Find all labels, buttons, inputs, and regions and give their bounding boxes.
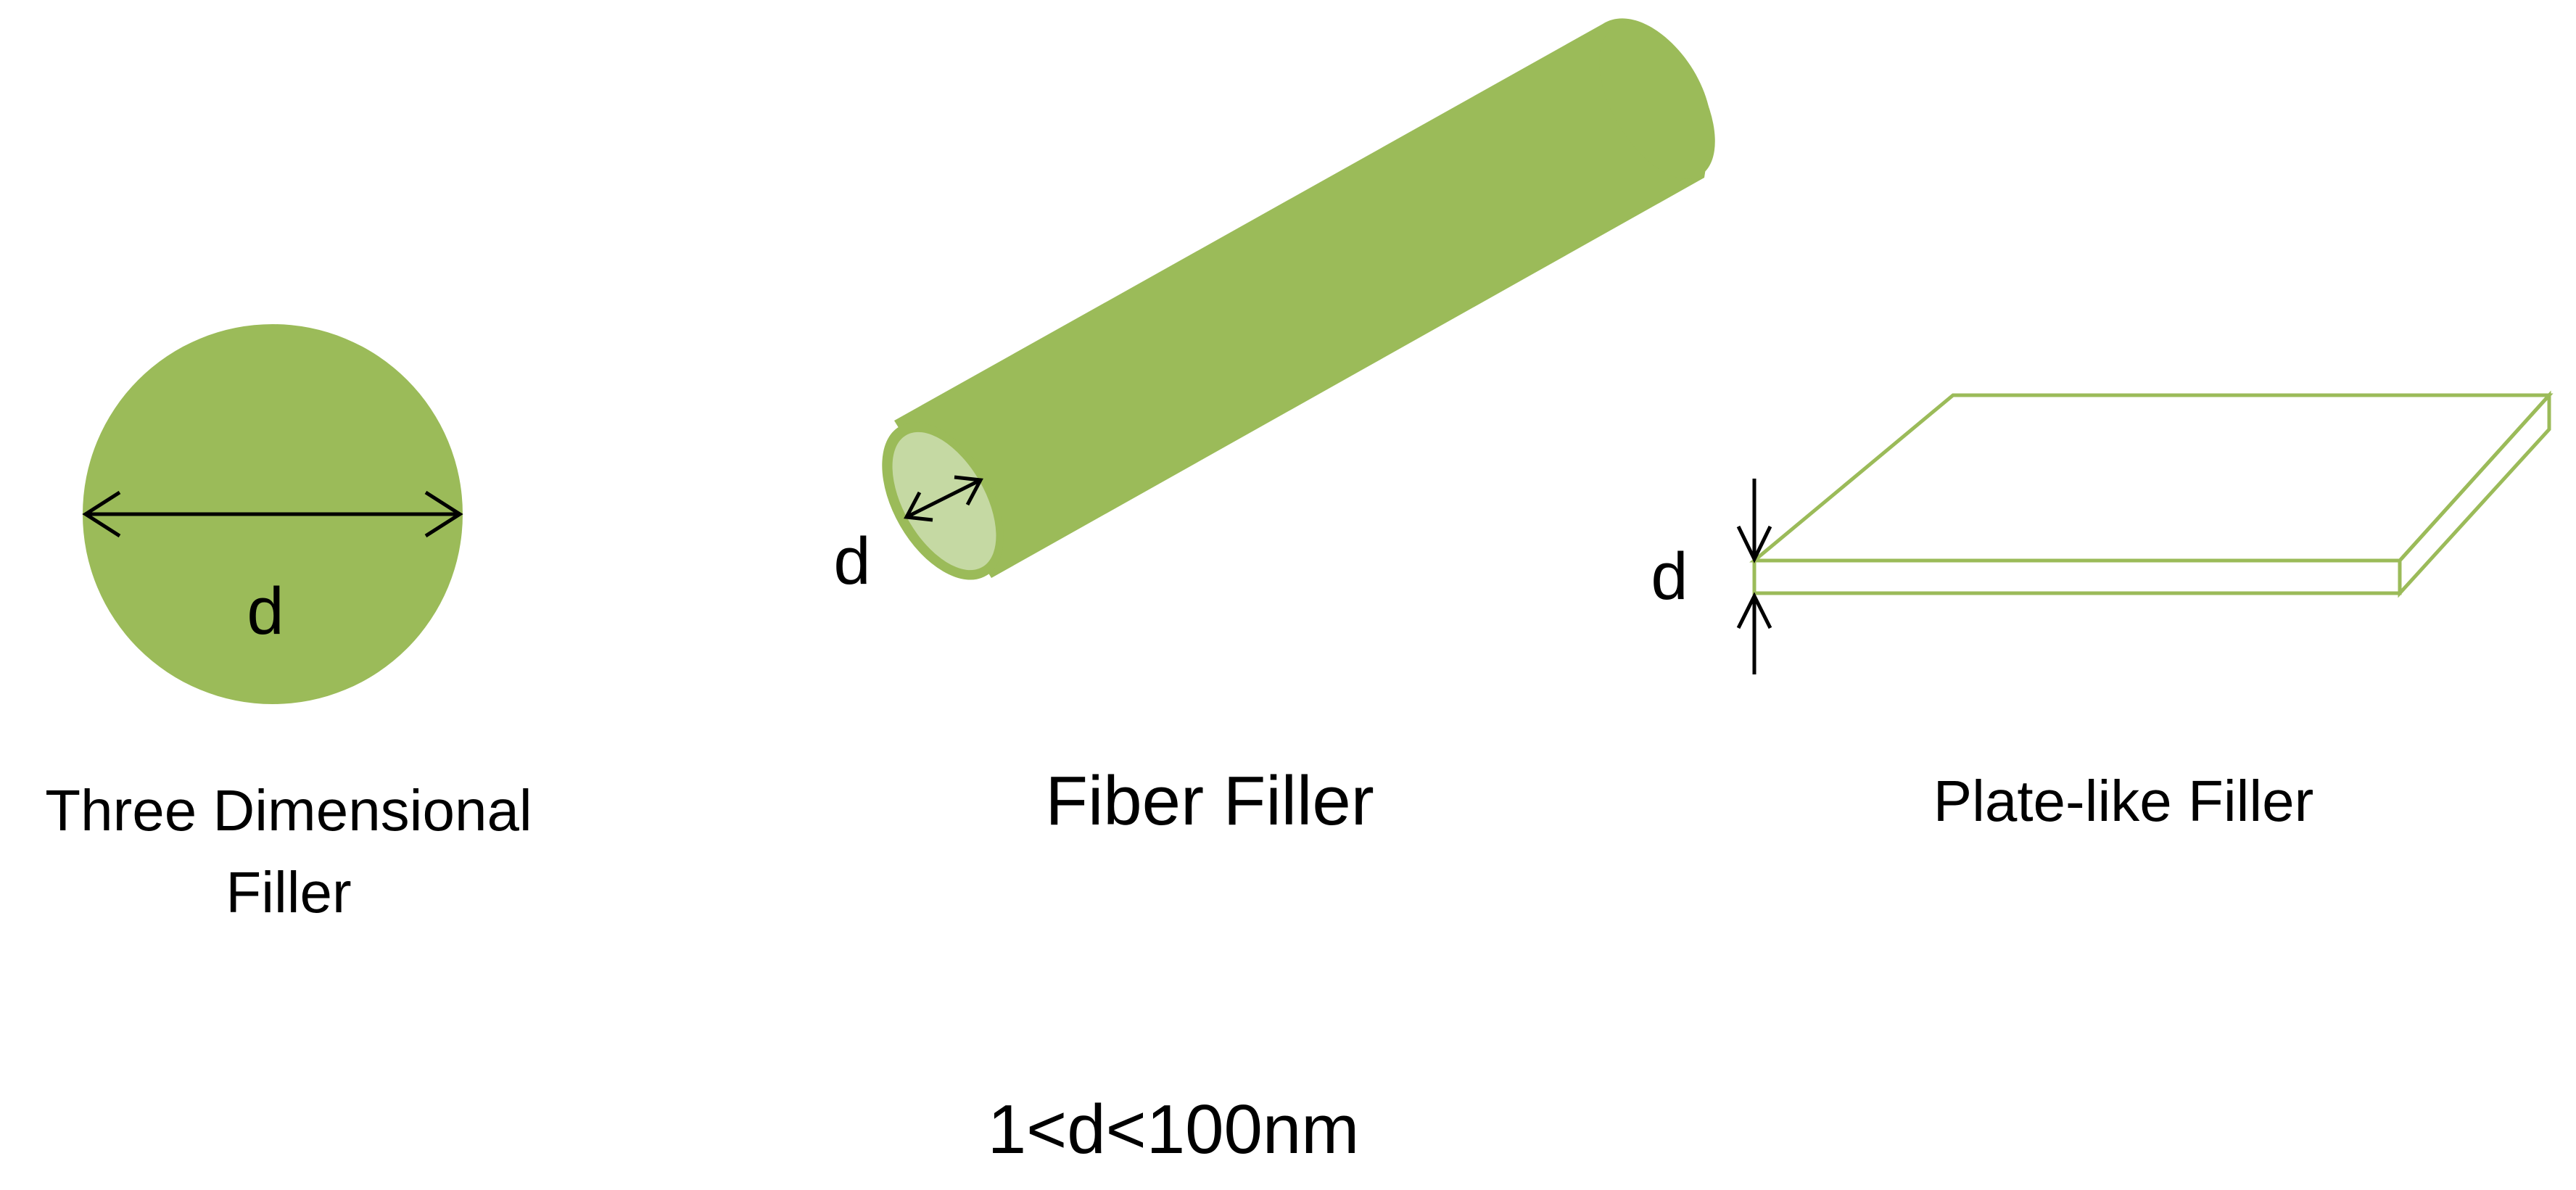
sphere-dimension-label: d bbox=[247, 574, 284, 648]
fiber-diameter-arrow bbox=[904, 475, 983, 522]
fiber-filler: d Fiber Filler bbox=[833, 18, 1715, 840]
cylinder-body bbox=[894, 18, 1712, 579]
cylinder-back-cap bbox=[1599, 24, 1715, 179]
fiber-dimension-label: d bbox=[833, 524, 870, 598]
plate-dimension-label: d bbox=[1651, 540, 1688, 613]
sphere-caption-line-2: Filler bbox=[226, 860, 351, 925]
plate-caption: Plate-like Filler bbox=[1933, 769, 2314, 833]
plate-side-face bbox=[2398, 390, 2551, 598]
sphere-filler: d Three Dimensional Filler bbox=[45, 324, 532, 925]
sphere-diameter-arrow bbox=[82, 490, 463, 538]
sphere-caption-line-1: Three Dimensional bbox=[45, 778, 532, 843]
size-range-label: 1<d<100nm bbox=[988, 1091, 1359, 1168]
cylinder-front-face bbox=[892, 431, 996, 571]
plate-thickness-arrows bbox=[1736, 479, 1772, 674]
fiber-caption: Fiber Filler bbox=[1045, 762, 1374, 840]
plate-front-face bbox=[1752, 558, 2402, 595]
plate-filler bbox=[1749, 390, 2554, 598]
plate-top-face bbox=[1749, 393, 2554, 563]
